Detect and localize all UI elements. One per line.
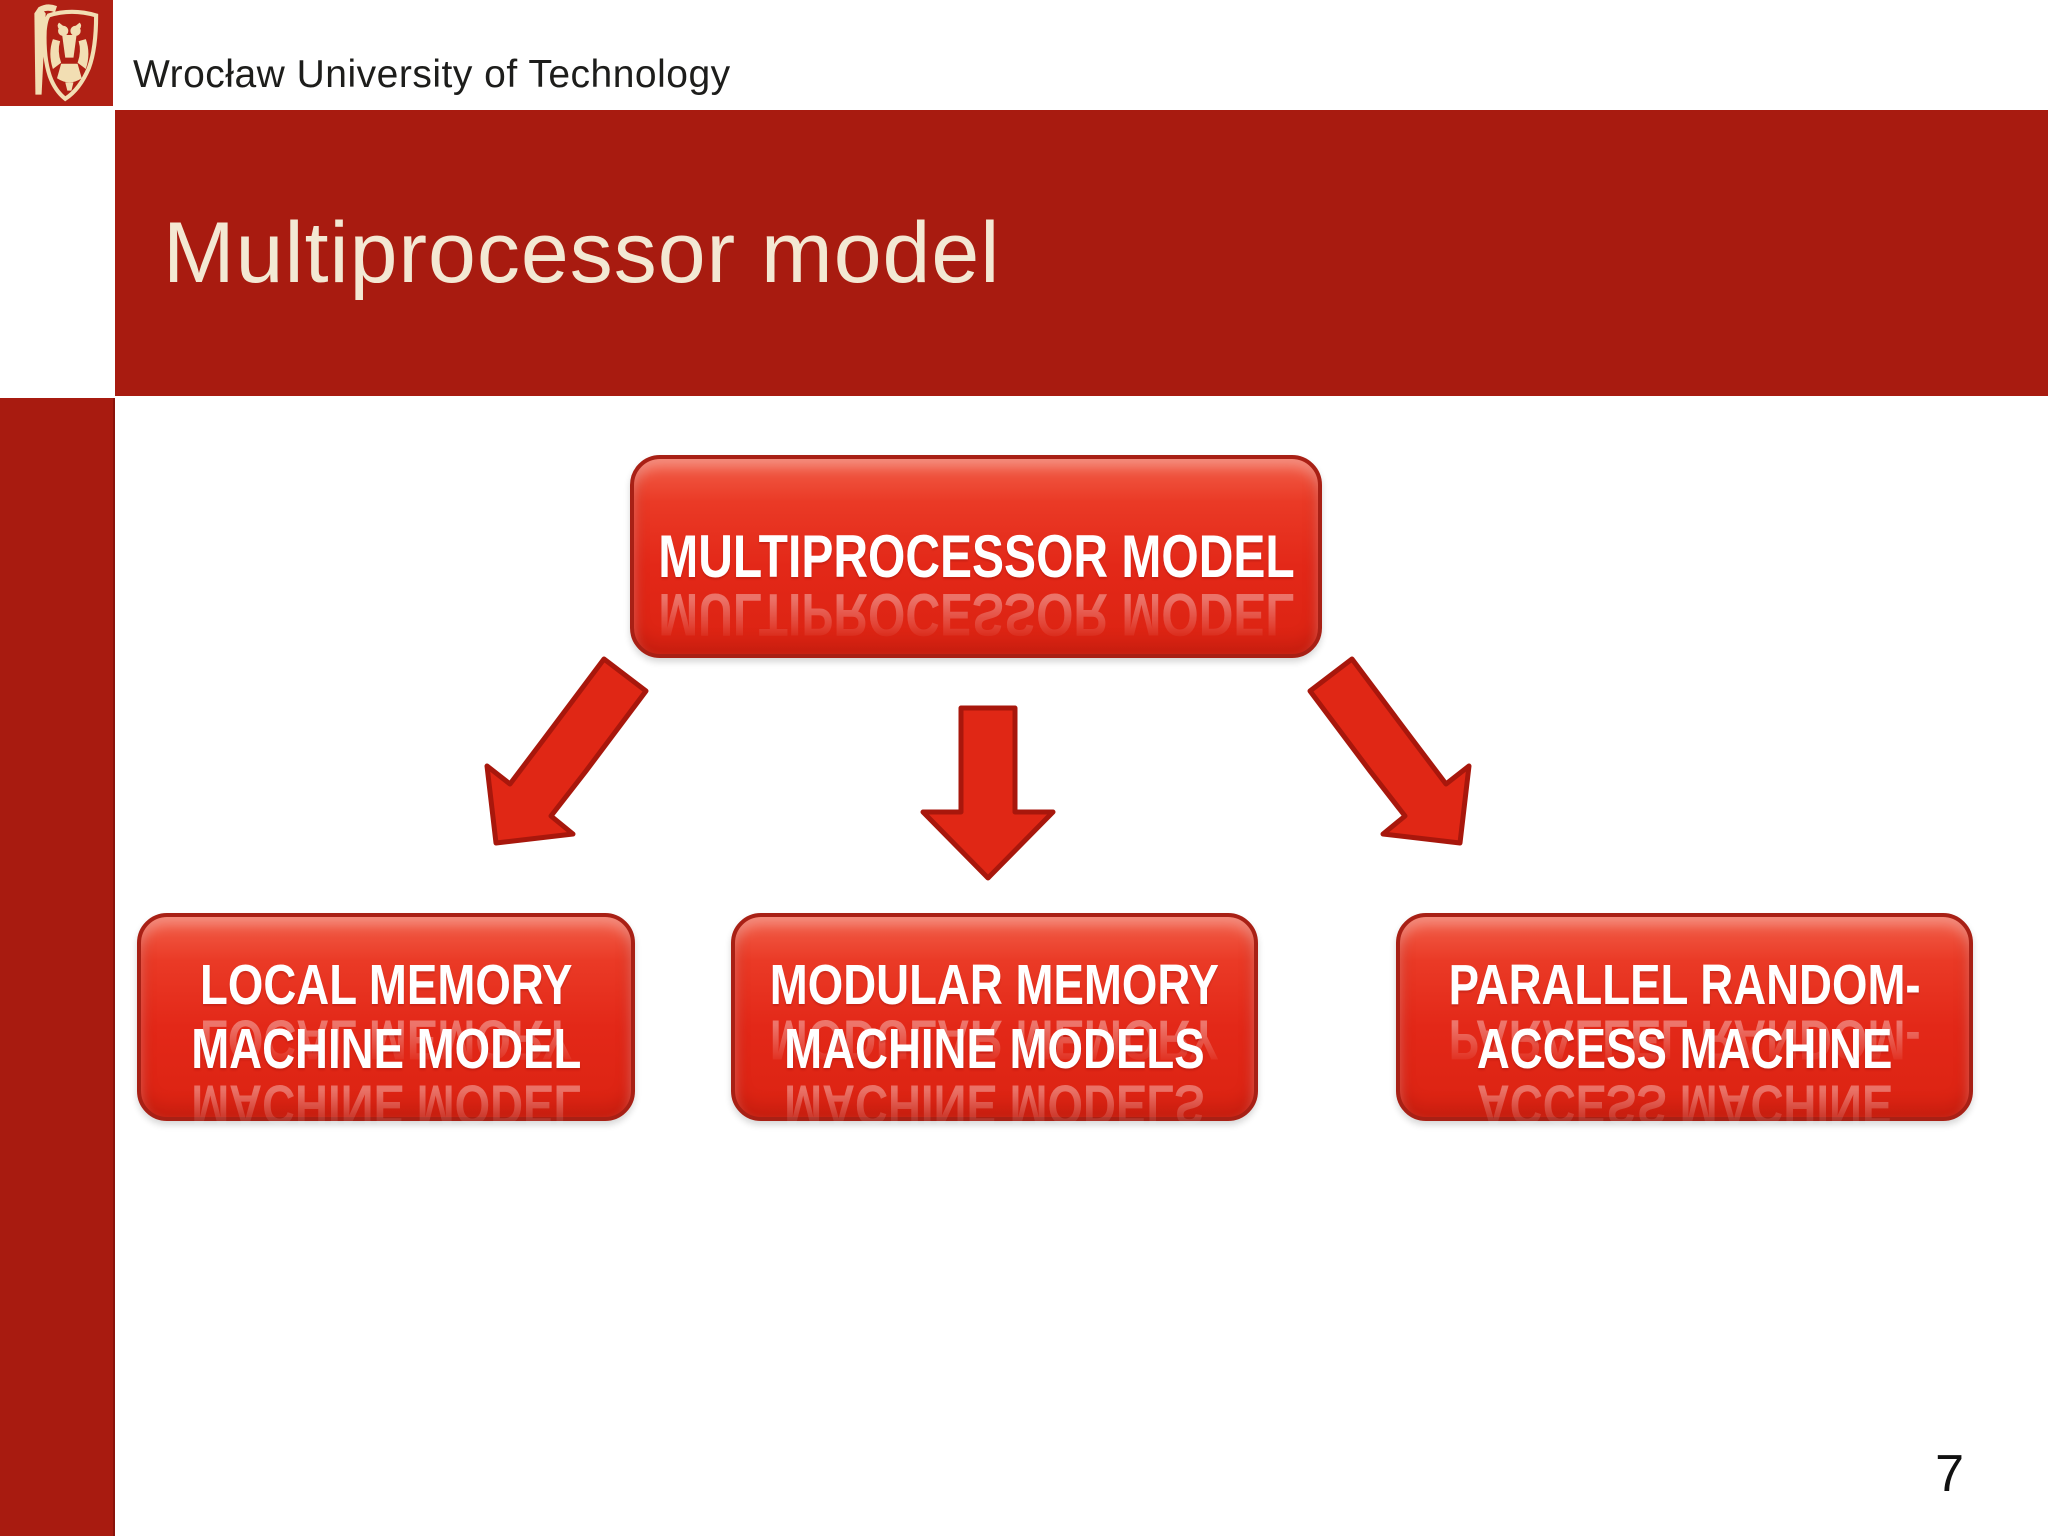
university-logo [0, 0, 113, 106]
child-node-label-line: ACCESS MACHINE [1476, 1017, 1893, 1081]
root-node-label: MULTIPROCESSOR MODEL [657, 522, 1295, 590]
diagram-root-node: MULTIPROCESSOR MODEL MULTIPROCESSOR MODE… [630, 455, 1322, 658]
arrow-down-left-icon [484, 656, 649, 846]
arrow-down-right-icon [1307, 656, 1472, 846]
page-number: 7 [1935, 1445, 1964, 1503]
arrow-down-icon [920, 705, 1056, 881]
diagram-child-node-modular-memory: MODULAR MEMORY MODULAR MEMORY MACHINE MO… [731, 913, 1258, 1136]
child-node-label-line: MACHINE MODELS [784, 1017, 1205, 1081]
child-node-label-line: LOCAL MEMORY [199, 952, 573, 1017]
child-node-label-line: PARALLEL RANDOM- [1448, 952, 1921, 1017]
child-node-label-line: MODULAR MEMORY [769, 952, 1220, 1017]
slide-title: Multiprocessor model [163, 204, 1001, 301]
university-name: Wrocław University of Technology [133, 53, 731, 96]
diagram-child-node-parallel-random-access: PARALLEL RANDOM- PARALLEL RANDOM- ACCESS… [1396, 913, 1973, 1136]
diagram-child-node-local-memory: LOCAL MEMORY LOCAL MEMORY MACHINE MODEL … [137, 913, 635, 1136]
university-crest-icon [34, 4, 99, 102]
title-bar: Multiprocessor model [115, 110, 2048, 396]
child-node-label-line: MACHINE MODEL [190, 1017, 582, 1081]
left-accent-stripe [0, 398, 115, 1536]
